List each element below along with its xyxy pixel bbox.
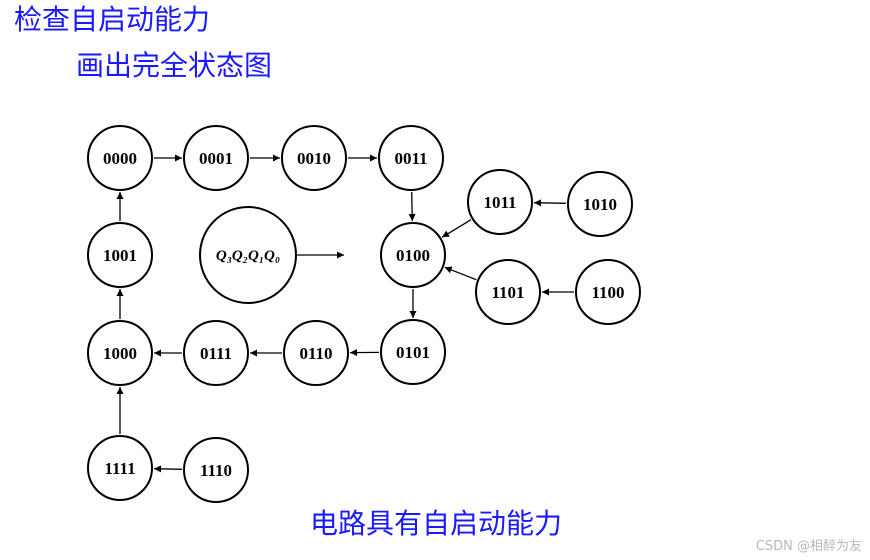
state-label: 0000 [103,149,137,168]
state-circle [380,319,446,385]
state-label: 0100 [396,246,430,265]
state-label: 0110 [299,344,332,363]
state-circle [87,320,153,386]
page-title: 检查自启动能力 [14,3,211,36]
state-circle [183,125,249,191]
legend: Q₃Q₂Q₁Q₀ [199,206,344,304]
state-node-0101: 0101 [380,319,446,385]
page-subtitle: 画出完全状态图 [76,49,273,82]
state-circle [87,125,153,191]
state-circle [183,437,249,503]
state-circle [575,259,641,325]
state-node-1100: 1100 [575,259,641,325]
state-circle [380,222,446,288]
state-node-1010: 1010 [567,171,633,237]
state-node-0111: 0111 [183,320,249,386]
state-circle [475,259,541,325]
states-layer: 0000 0001 0010 0011 0100 0101 0110 0111 1000 1001… [87,125,641,503]
state-label: 1111 [104,459,135,478]
state-label: 0010 [297,149,331,168]
state-circle [283,320,349,386]
state-node-1110: 1110 [183,437,249,503]
transition-arrow-1101-to-0100 [444,266,477,281]
state-label: 1110 [200,461,232,480]
state-label: 1000 [103,344,137,363]
state-circle [183,320,249,386]
transition-arrow-0011-to-0100 [408,191,416,222]
state-circle [567,171,633,237]
state-label: 0001 [199,149,233,168]
transitions-layer [116,154,574,473]
transition-arrow-1011-to-0100 [441,219,472,238]
state-node-1011: 1011 [467,169,533,235]
state-label: 1011 [483,193,516,212]
legend-label: Q₃Q₂Q₁Q₀ [216,248,280,264]
state-label: 1001 [103,246,137,265]
transition-arrow-1010-to-1011 [533,199,567,207]
state-node-1101: 1101 [475,259,541,325]
state-node-0000: 0000 [87,125,153,191]
state-node-0001: 0001 [183,125,249,191]
state-circle [467,169,533,235]
state-node-0100: 0100 [380,222,446,288]
state-circle [87,222,153,288]
state-circle [87,435,153,501]
state-node-0011: 0011 [378,125,444,191]
state-label: 1010 [583,195,617,214]
state-node-1001: 1001 [87,222,153,288]
watermark: CSDN @相醉为友 [755,539,862,554]
diagram-caption: 电路具有自启动能力 [310,507,563,540]
state-label: 0011 [394,149,427,168]
state-node-0110: 0110 [283,320,349,386]
state-node-1111: 1111 [87,435,153,501]
state-label: 1101 [491,283,524,302]
state-circle [378,125,444,191]
state-label: 0111 [200,344,232,363]
state-label: 0101 [396,343,430,362]
transition-arrow-1110-to-1111 [153,465,183,473]
state-circle [281,125,347,191]
state-label: 1100 [591,283,624,302]
state-node-1000: 1000 [87,320,153,386]
state-node-0010: 0010 [281,125,347,191]
